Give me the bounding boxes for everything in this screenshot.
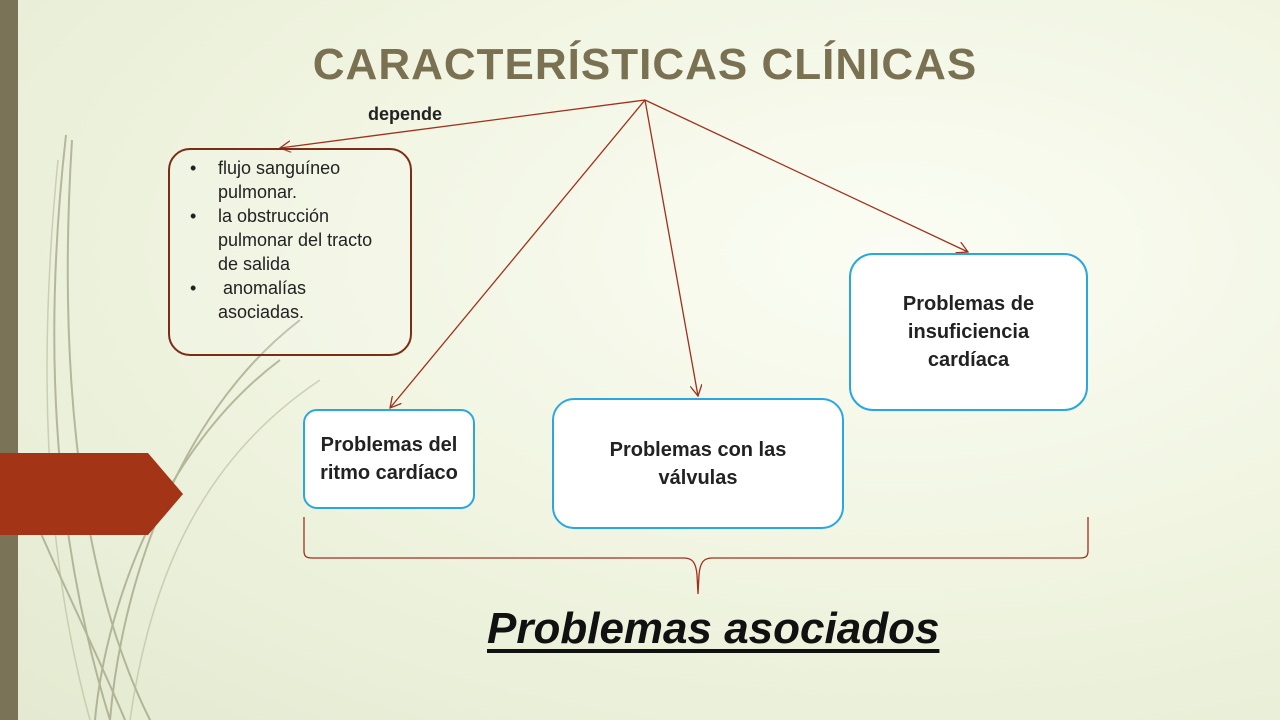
problem-label-ritmo: Problemas del ritmo cardíaco (320, 434, 458, 484)
list-item: anomalías asociadas. (190, 276, 396, 324)
side-bar (0, 0, 18, 720)
depende-label: depende (368, 104, 443, 124)
page-title: CARACTERÍSTICAS CLÍNICAS (312, 40, 978, 89)
list-item: la obstrucción pulmonar del tracto de sa… (190, 204, 396, 276)
problem-box-valvulas: Problemas con las válvulas (552, 398, 844, 529)
problem-box-ritmo: Problemas del ritmo cardíaco (303, 409, 475, 509)
problem-label-insuficiencia: Problemas de insuficiencia cardíaca (902, 293, 1035, 371)
associated-problems-label: Problemas asociados (487, 604, 940, 653)
problem-label-valvulas: Problemas con las válvulas (609, 438, 787, 489)
factors-list: flujo sanguíneo pulmonar. la obstrucción… (170, 150, 410, 324)
problem-box-insuficiencia: Problemas de insuficiencia cardíaca (849, 253, 1088, 411)
list-item: flujo sanguíneo pulmonar. (190, 156, 396, 204)
accent-arrow-tab (0, 453, 183, 535)
factors-box: flujo sanguíneo pulmonar. la obstrucción… (168, 148, 412, 356)
